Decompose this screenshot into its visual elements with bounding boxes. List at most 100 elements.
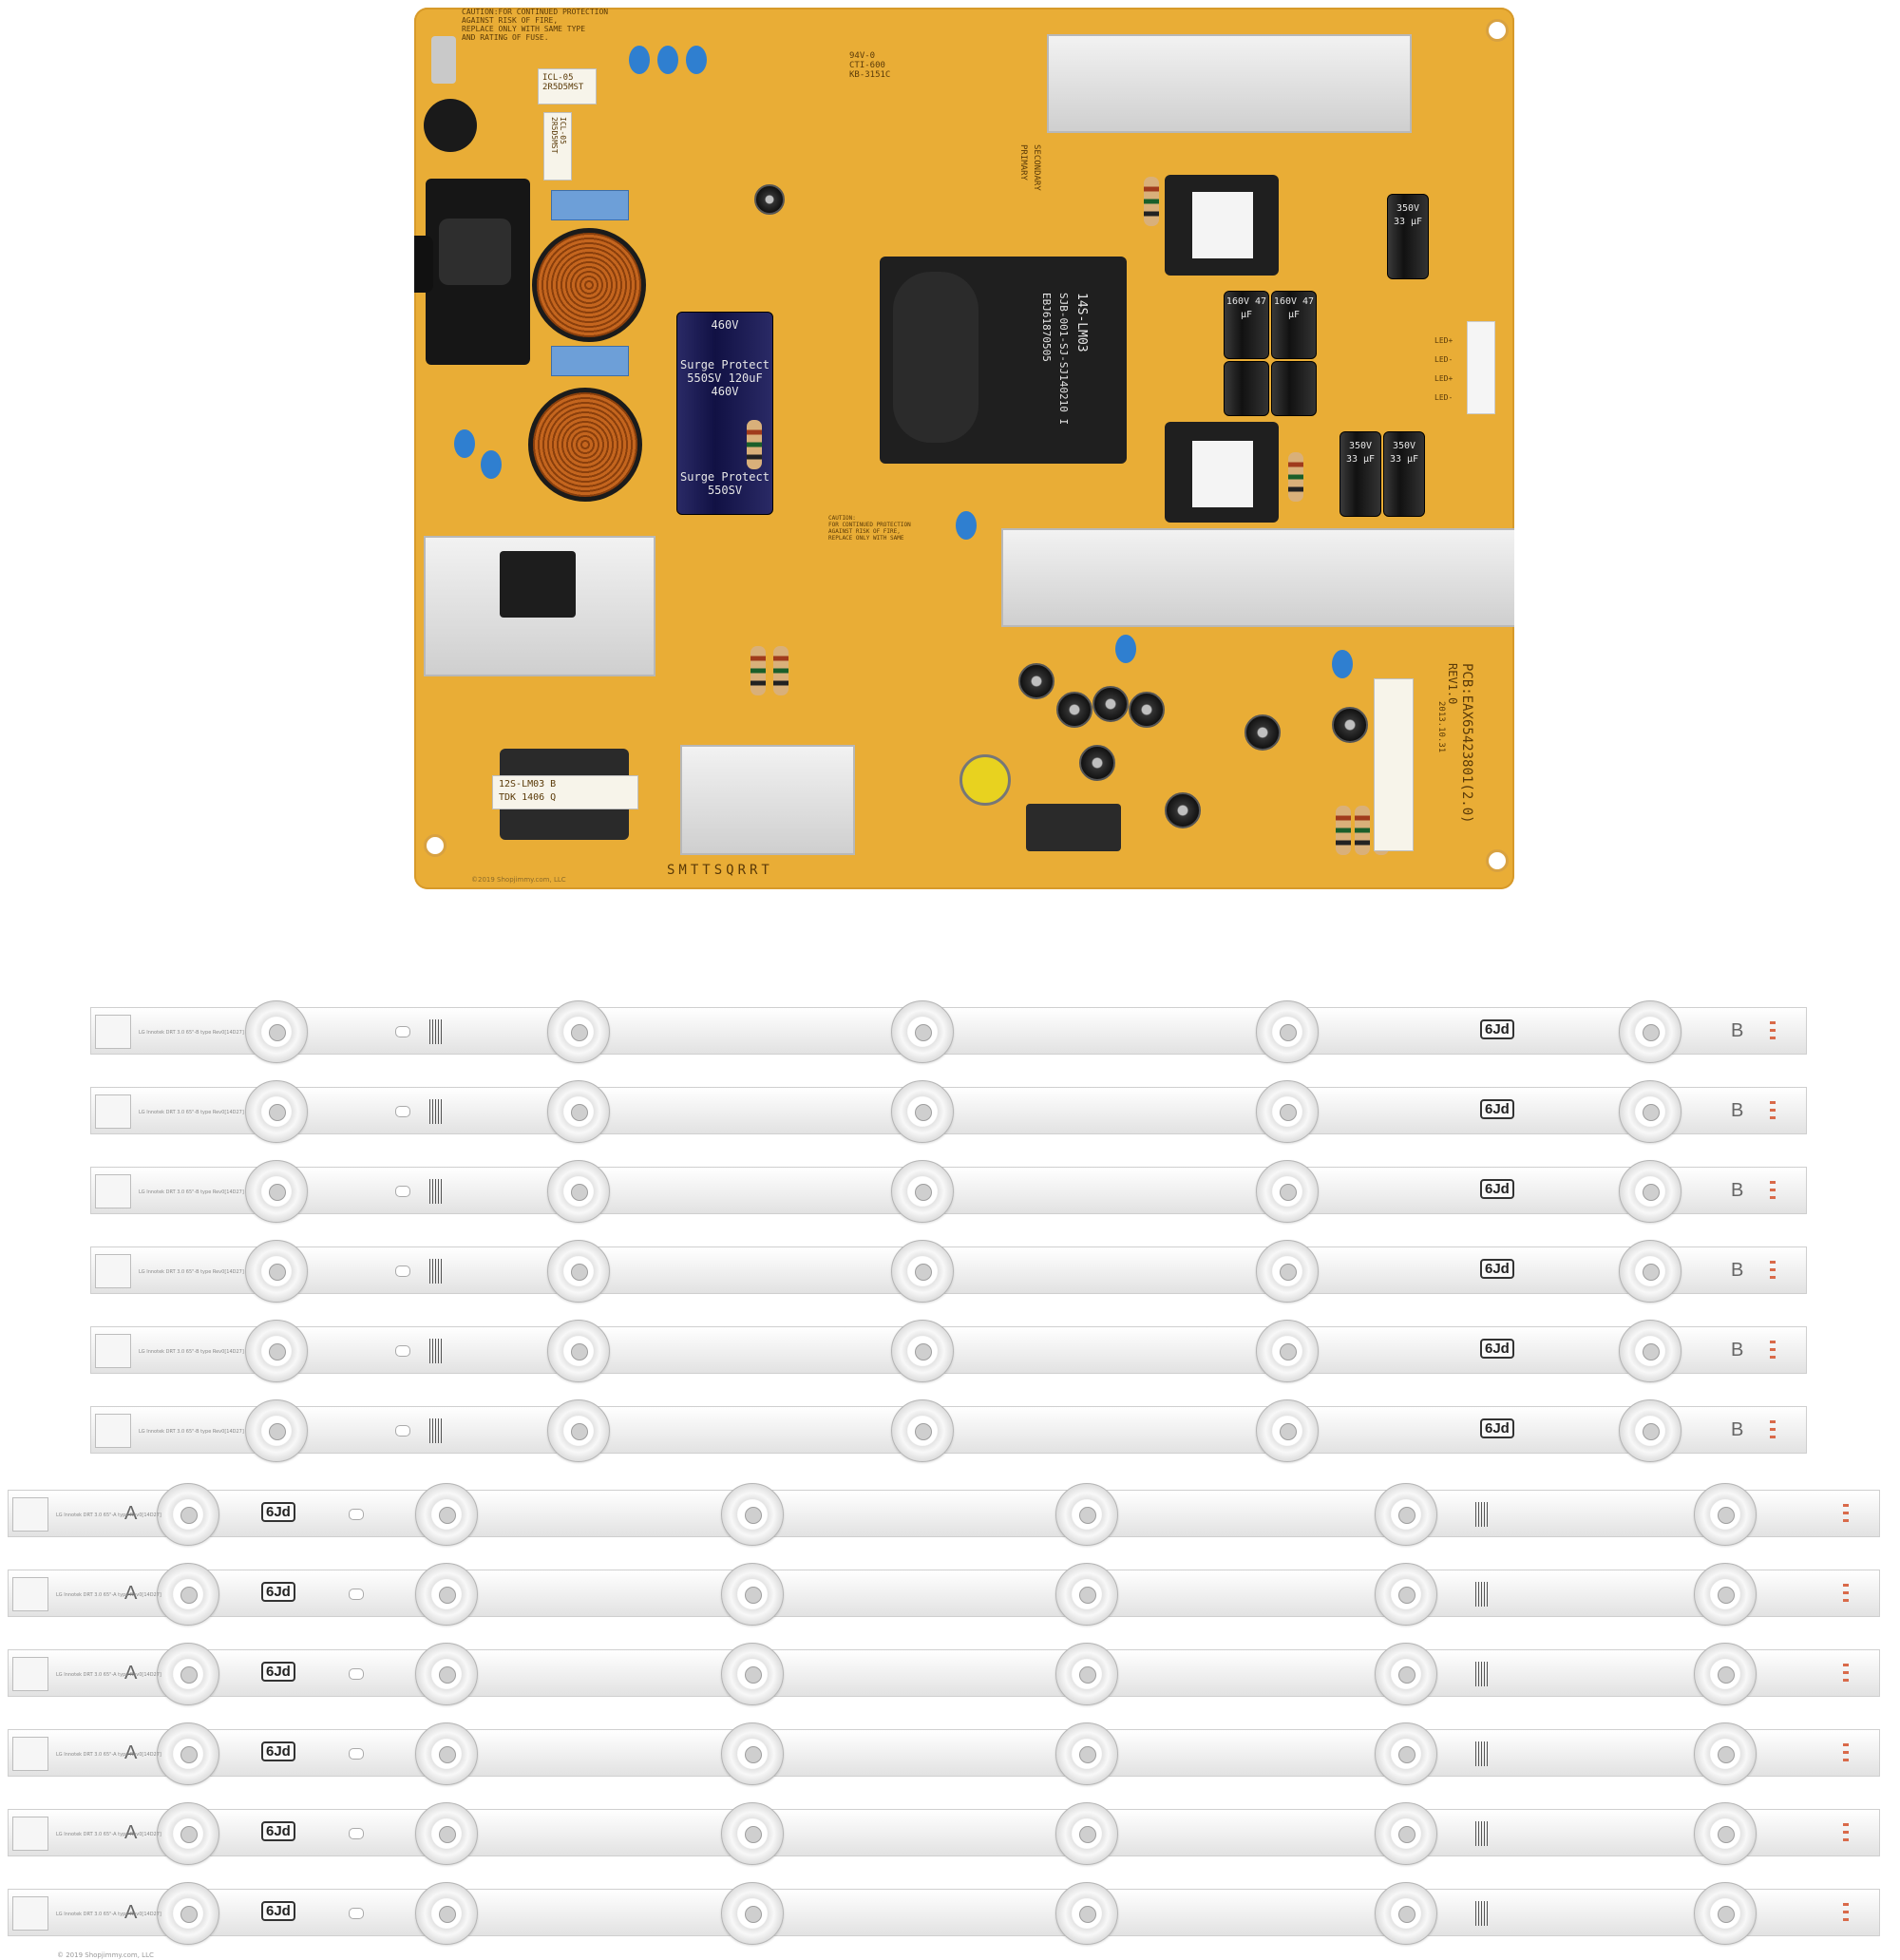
led-lens [1375, 1802, 1437, 1865]
output-inductor-core-1 [1188, 188, 1257, 262]
led-lens [891, 1000, 954, 1063]
led-lens [1256, 1240, 1319, 1303]
strip-connector [95, 1414, 131, 1448]
strip-type-letter: B [1731, 1100, 1744, 1121]
power-supply-board: CAUTION:FOR CONTINUED PROTECTION AGAINST… [414, 8, 1514, 889]
led-lens [1055, 1722, 1118, 1785]
led-lens [547, 1399, 610, 1462]
inlet-tab [414, 236, 433, 293]
led-lens [721, 1563, 784, 1626]
solder-pads [1843, 1823, 1849, 1844]
strip-print: LG Innotek DRT 3.0 65"-B type Rev0[14D27… [139, 1349, 244, 1355]
mounting-hole [424, 834, 446, 857]
strip-type-letter: B [1731, 1260, 1744, 1281]
y-capacitor [657, 46, 678, 74]
strip-type-letter: A [124, 1822, 138, 1843]
solder-pads [1843, 1664, 1849, 1684]
strip-code: 6Jd [1480, 1099, 1514, 1119]
strip-barcode [1475, 1662, 1489, 1686]
strip-barcode [429, 1099, 443, 1124]
led-lens [245, 1000, 308, 1063]
strip-print: LG Innotek DRT 3.0 65"-B type Rev0[14D27… [139, 1189, 244, 1195]
electrolytic-capacitor [1092, 686, 1129, 722]
strip-print: LG Innotek DRT 3.0 65"-A type Rev0[14D27… [56, 1513, 162, 1518]
led-lens [415, 1722, 478, 1785]
resistor [1288, 452, 1303, 502]
output-capacitor: 350V 33 µF [1340, 431, 1381, 517]
secondary-label: SECONDARY [1032, 144, 1041, 191]
strip-type-letter: B [1731, 1340, 1744, 1361]
output-capacitor: 350V 33 µF [1383, 431, 1425, 517]
solder-pads [1770, 1181, 1776, 1202]
led-lens [245, 1080, 308, 1143]
led-lens [245, 1240, 308, 1303]
strip-connector [95, 1174, 131, 1208]
strip-connector [95, 1254, 131, 1288]
led-lens [1055, 1643, 1118, 1705]
standby-heatsink [680, 745, 855, 855]
solder-pads [1770, 1261, 1776, 1282]
led-lens [721, 1483, 784, 1546]
y-capacitor [1115, 635, 1136, 663]
led-lens [1256, 1399, 1319, 1462]
fuse [431, 36, 456, 84]
strips-copyright: © 2019 Shopjimmy.com, LLC [57, 1951, 154, 1959]
y-capacitor [956, 511, 977, 540]
common-mode-choke-1 [532, 228, 646, 342]
solder-pads [1770, 1021, 1776, 1042]
y-capacitor [686, 46, 707, 74]
electrolytic-capacitor [1056, 692, 1092, 728]
yellow-inductor [960, 754, 1011, 806]
strip-code: 6Jd [1480, 1019, 1514, 1039]
strip-code: 6Jd [261, 1662, 295, 1682]
led-lens [1256, 1080, 1319, 1143]
led-lens [1694, 1563, 1757, 1626]
led-lens [891, 1160, 954, 1223]
resistor [1144, 177, 1159, 226]
mounting-slot [395, 1026, 410, 1037]
strip-code: 6Jd [261, 1502, 295, 1522]
strip-barcode [1475, 1502, 1489, 1527]
bridge-rectifier [500, 551, 576, 618]
strip-barcode [1475, 1741, 1489, 1766]
bottom-letters: SMTTSQRRT [667, 863, 773, 878]
mounting-slot [395, 1265, 410, 1277]
led-lens [1694, 1802, 1757, 1865]
strip-print: LG Innotek DRT 3.0 65"-B type Rev0[14D27… [139, 1030, 244, 1036]
resistor [1355, 806, 1370, 855]
electrolytic-capacitor [1079, 745, 1115, 781]
led-lens [547, 1080, 610, 1143]
caution-text: CAUTION:FOR CONTINUED PROTECTION AGAINST… [462, 8, 609, 42]
electrolytic-capacitor [1129, 692, 1165, 728]
strip-print: LG Innotek DRT 3.0 65"-B type Rev0[14D27… [139, 1429, 244, 1435]
strip-connector [12, 1817, 48, 1851]
solder-pads [1770, 1101, 1776, 1122]
led-lens [721, 1882, 784, 1945]
resistor [747, 420, 762, 469]
bulk-capacitor: 460V Surge Protect 550SV 120uF 460V Surg… [676, 312, 773, 515]
output-capacitor: 160V 47 µF [1224, 291, 1269, 359]
footer-copyright: ©2019 Shopjimmy.com, LLC [471, 876, 566, 884]
solder-pads [1843, 1903, 1849, 1924]
strip-print: LG Innotek DRT 3.0 65"-A type Rev0[14D27… [56, 1672, 162, 1678]
led-lens [415, 1643, 478, 1705]
led-connector [1467, 321, 1495, 414]
strip-connector [12, 1497, 48, 1532]
strip-type-letter: A [124, 1742, 138, 1763]
led-pin-label: LED+ [1434, 336, 1454, 345]
electrolytic-capacitor [754, 184, 785, 215]
led-lens [891, 1240, 954, 1303]
led-lens [1694, 1483, 1757, 1546]
output-capacitor [1224, 361, 1269, 416]
led-lens [157, 1722, 219, 1785]
strip-code: 6Jd [261, 1582, 295, 1602]
strip-type-letter: B [1731, 1020, 1744, 1041]
strip-connector [95, 1334, 131, 1368]
